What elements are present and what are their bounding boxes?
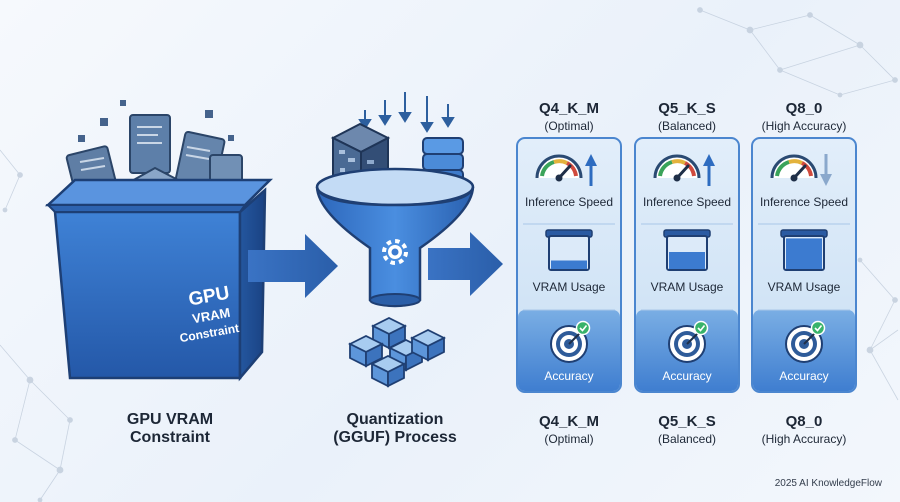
metric-label-vram: VRAM Usage — [532, 280, 606, 294]
gpu-box-text-line-2: VRAM — [191, 305, 231, 326]
vram-fill-level — [551, 260, 587, 269]
flow-arrow-2 — [428, 232, 503, 296]
stage2-label-line-2: (GGUF) Process — [333, 429, 457, 446]
down-arrows-icon — [358, 92, 455, 133]
metric-label-vram: VRAM Usage — [767, 280, 841, 294]
column-subtitle-top: (Balanced) — [657, 119, 717, 133]
stage1-label-line-1: GPU VRAM — [126, 411, 214, 428]
metric-label-accuracy: Accuracy — [662, 369, 712, 383]
arrow-up-icon — [585, 154, 597, 186]
metric-label-speed: Inference Speed — [759, 195, 849, 209]
column-title-top: Q8_0 — [785, 100, 823, 117]
vram-fill-level — [669, 252, 705, 269]
credit-text: 2025 AI KnowledgeFlow — [774, 478, 882, 489]
column-subtitle-bottom: (High Accuracy) — [761, 432, 847, 446]
flow-arrow-1 — [248, 234, 338, 298]
metric-label-speed: Inference Speed — [524, 195, 614, 209]
stage1-label: GPU VRAM Constraint — [95, 411, 245, 447]
metric-label-vram: VRAM Usage — [650, 280, 724, 294]
vram-container-icon — [780, 229, 828, 271]
column-title-top: Q4_K_M — [538, 100, 600, 117]
arrow-up-icon — [703, 154, 715, 186]
column-title-bottom: Q4_K_M — [538, 413, 600, 430]
speedometer-icon — [770, 154, 818, 182]
column-panel-2 — [634, 137, 740, 393]
stage2-label: Quantization (GGUF) Process — [325, 411, 465, 447]
column-panel-3 — [751, 137, 857, 393]
vram-container-icon — [545, 229, 593, 271]
gear-icon — [382, 239, 408, 265]
column-title-bottom: Q8_0 — [785, 413, 823, 430]
check-badge-icon — [810, 320, 826, 336]
metric-label-speed: Inference Speed — [642, 195, 732, 209]
metric-label-accuracy: Accuracy — [544, 369, 594, 383]
column-subtitle-bottom: (Optimal) — [544, 432, 594, 446]
column-title-top: Q5_K_S — [658, 100, 716, 117]
vram-fill-level — [786, 238, 822, 269]
target-icon — [550, 325, 588, 363]
arrow-down-icon — [820, 154, 832, 186]
check-badge-icon — [693, 320, 709, 336]
network-decoration — [0, 7, 899, 502]
metric-label-accuracy: Accuracy — [779, 369, 829, 383]
column-subtitle-top: (Optimal) — [544, 119, 594, 133]
stage1-label-line-2: Constraint — [130, 429, 210, 446]
speedometer-icon — [535, 154, 583, 182]
vram-container-icon — [663, 229, 711, 271]
column-subtitle-bottom: (Balanced) — [657, 432, 717, 446]
speedometer-icon — [653, 154, 701, 182]
gpu-vram-box-icon — [44, 100, 274, 382]
target-icon — [668, 325, 706, 363]
target-icon — [785, 325, 823, 363]
column-title-bottom: Q5_K_S — [658, 413, 716, 430]
check-badge-icon — [575, 320, 591, 336]
data-stack-icon — [347, 316, 447, 388]
column-panel-1 — [516, 137, 622, 393]
column-subtitle-top: (High Accuracy) — [761, 119, 847, 133]
stage2-label-line-1: Quantization — [346, 411, 444, 428]
funnel-icon — [315, 167, 475, 308]
